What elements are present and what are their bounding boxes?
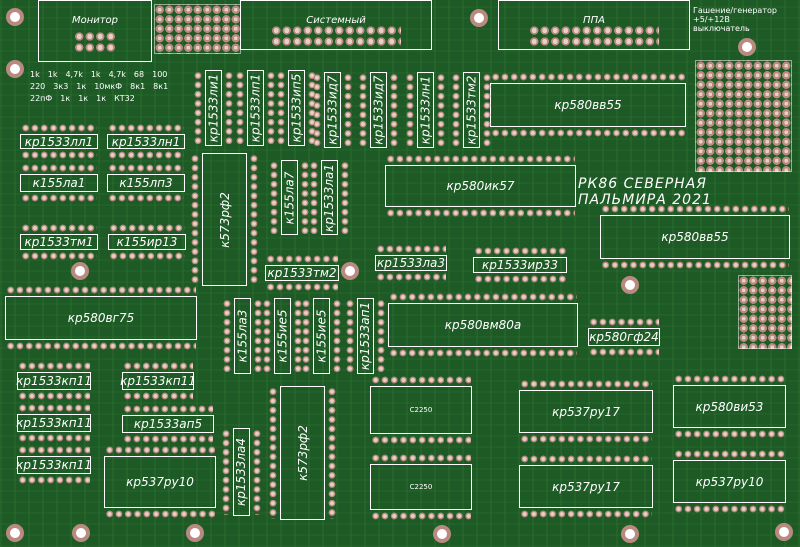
chip: кр1533лн1	[406, 72, 445, 148]
chip: кр1533ап1	[346, 298, 385, 374]
system-connector: Системный	[240, 0, 432, 50]
mounting-hole	[6, 524, 24, 542]
chip: кр1533лн1	[107, 124, 185, 159]
chip: кр537ру10	[104, 446, 216, 518]
chip: к155ир13	[108, 224, 186, 260]
chip: к155ла1	[20, 164, 98, 202]
mounting-hole	[71, 262, 89, 280]
mounting-hole	[186, 524, 204, 542]
chip: С2250	[370, 376, 472, 444]
chip: С2250	[370, 454, 472, 520]
mounting-hole	[470, 9, 488, 27]
mounting-hole	[433, 525, 451, 543]
prototype-grid-top	[695, 60, 792, 172]
chip: кр1533ла1	[310, 160, 349, 235]
mounting-hole	[621, 276, 639, 294]
chip: к573рф2	[269, 386, 336, 520]
chip: кр1533ап5	[122, 405, 214, 443]
chip: кр1533ли1	[194, 70, 233, 146]
chip: кр580гф24	[588, 318, 660, 356]
monitor-connector: Монитор	[38, 0, 152, 62]
mounting-hole	[6, 60, 24, 78]
chip: кр1533ид7	[359, 72, 398, 148]
chip: кр580вм80а	[388, 293, 578, 357]
chip: кр580ик57	[385, 155, 576, 217]
chip: кр580ви53	[673, 375, 786, 438]
chip: кр1533лп1	[236, 70, 275, 146]
chip: кр580вг75	[5, 286, 197, 350]
chip: кр1533кп11	[120, 362, 196, 400]
jumper-matrix	[154, 4, 241, 54]
chip: кр537ру17	[519, 380, 653, 443]
chip: к573рф2	[191, 153, 258, 286]
prototype-grid-right	[738, 275, 792, 349]
ppa-connector: ППА	[498, 0, 690, 50]
chip: кр1533тм2	[452, 72, 491, 148]
chip: к155ие5	[302, 298, 341, 374]
chip: кр1533ид7	[313, 72, 352, 148]
mounting-hole	[775, 523, 793, 541]
chip: кр1533ла4	[222, 428, 261, 516]
chip: кр1533ла3	[375, 245, 447, 281]
chip: кр1533тм2	[265, 255, 339, 291]
chip: к155ла7	[270, 160, 309, 235]
mounting-hole	[738, 38, 756, 56]
mounting-hole	[621, 525, 639, 543]
mounting-hole	[341, 262, 359, 280]
mounting-hole	[6, 8, 24, 26]
chip: кр580вв55	[490, 73, 686, 137]
chip: кр1533ир33	[473, 247, 567, 283]
chip: кр1533кп11	[16, 362, 92, 400]
chip: к155лп3	[107, 164, 185, 202]
chip: кр1533тм1	[20, 224, 98, 260]
chip: кр1533лл1	[20, 124, 98, 159]
mounting-hole	[72, 524, 90, 542]
chip: кр537ру17	[519, 455, 653, 518]
chip: кр1533кп11	[16, 404, 92, 442]
chip: кр1533ип5	[277, 70, 316, 146]
chip: кр1533кп11	[16, 446, 92, 484]
chip: кр537ру10	[673, 450, 786, 513]
board-title: РК86 СЕВЕРНАЯ ПАЛЬМИРА 2021	[578, 176, 712, 208]
chip: к155ие5	[263, 298, 302, 374]
chip: кр580вв55	[600, 205, 790, 269]
chip: к155ла3	[223, 298, 262, 374]
